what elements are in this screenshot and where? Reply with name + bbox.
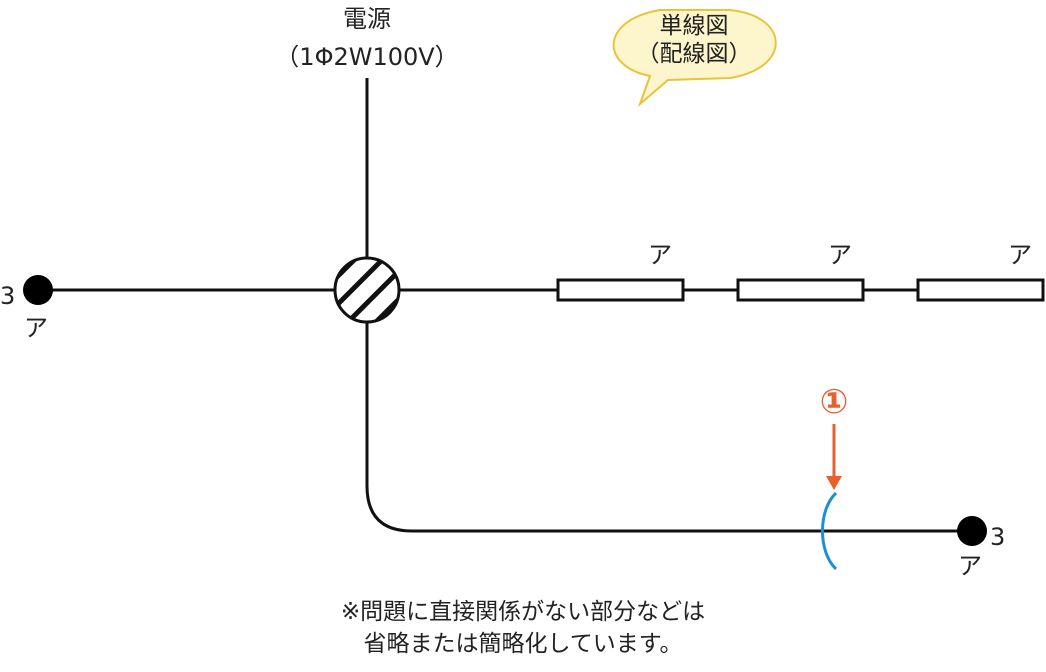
footnote-line-1: ※問題に直接関係がない部分などは [340,599,706,625]
outlet-left-label: ア [24,314,48,342]
outlet-left-wires: 3 [0,282,16,310]
fluorescent-light-3 [916,278,1045,302]
bubble-line-1: 単線図 [659,13,729,39]
callout-arrow-head [826,476,842,490]
light-2-label: ア [828,241,852,269]
wire-ring-marker [821,491,838,571]
bubble-line-2: （配線図） [636,41,752,67]
outlet-right-label: ア [958,552,982,580]
outlet-right-wires: 3 [990,523,1006,551]
bottom-branch-line [365,322,972,533]
source-title: 電源 [343,5,391,33]
bubble-label: 単線図 （配線図） [610,12,778,68]
fluorescent-light-1 [556,278,685,302]
callout-number: ① [819,382,849,422]
junction-box-icon [333,256,401,324]
light-3-label: ア [1008,241,1032,269]
source-spec: （1Φ2W100V） [275,43,459,71]
light-1-label: ア [648,241,672,269]
footnote: ※問題に直接関係がない部分などは 省略または簡略化しています。 [250,596,796,660]
footnote-line-2: 省略または簡略化しています。 [363,631,683,657]
speech-bubble [612,9,777,108]
ceiling-outlet-left [23,275,53,305]
ceiling-outlet-right [957,516,987,546]
fluorescent-light-2 [736,278,865,302]
